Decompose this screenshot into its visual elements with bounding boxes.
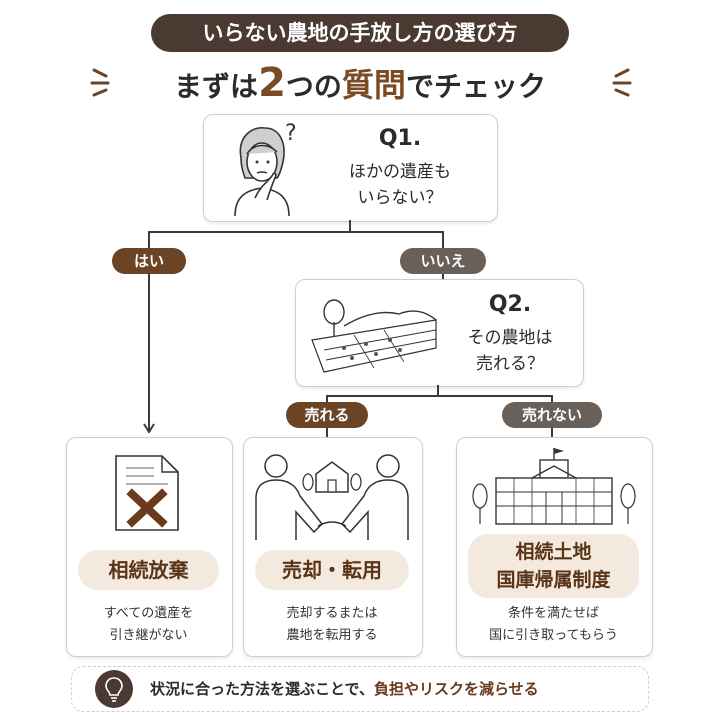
result-desc1-national-treasury: 条件を満たせば: [507, 606, 599, 621]
result-desc2-national-treasury: 国に引き取ってもらう: [489, 628, 618, 643]
footer-text: 状況に合った方法を選ぶことで、: [150, 680, 374, 698]
q2-label: Q2.: [488, 292, 532, 317]
connector-q2-down: [437, 385, 439, 396]
result-desc2-sale: 農地を転用する: [286, 628, 378, 643]
result-desc1-renunciation: すべての遺産を: [103, 606, 194, 621]
thinking-person-icon: ?: [234, 121, 297, 217]
subtitle: まずは2つの質問でチェック: [0, 58, 720, 108]
result-title-line2: 国庫帰属制度: [496, 569, 611, 591]
result-title-renunciation: 相続放棄: [78, 550, 219, 590]
connector-yes-down: [148, 231, 150, 431]
branch-nosell-badge: 売れない: [502, 402, 602, 428]
q1-line2: いらない？: [357, 188, 443, 208]
result-title-sale: 売却・転用: [255, 550, 409, 590]
document-cross-icon: [115, 455, 179, 531]
q1-line1: ほかの遺産も: [349, 162, 451, 182]
header-title: いらない農地の手放し方の選び方: [151, 14, 569, 52]
q1-label: Q1.: [378, 126, 422, 151]
left-sparkle-icon: [90, 68, 110, 97]
lightbulb-icon: [105, 677, 123, 702]
q2-card: [295, 279, 584, 387]
subtitle-number: 2: [258, 60, 286, 106]
footer-emphasis: 負担やリスクを減らせる: [373, 680, 539, 698]
arrow-down-icon: [143, 423, 155, 433]
footer-box: [71, 666, 649, 712]
subtitle-emphasis: 質問: [341, 66, 406, 104]
connector-q1-down: [349, 220, 351, 232]
right-sparkle-icon: [612, 68, 632, 97]
q2-line1: その農地は: [467, 328, 553, 348]
branch-no-badge: いいえ: [400, 248, 486, 274]
subtitle-post: でチェック: [405, 70, 546, 103]
connector-q1-horizontal: [148, 231, 444, 233]
result-desc2-renunciation: 引き継がない: [109, 628, 188, 643]
result-desc1-sale: 売却するまたは: [286, 606, 378, 621]
handshake-icon: [255, 454, 409, 540]
branch-sell-badge: 売れる: [286, 402, 368, 428]
svg-text:?: ?: [285, 121, 297, 146]
result-title-national-treasury: 相続土地 国庫帰属制度: [468, 534, 639, 598]
result-title-line1: 相続土地: [515, 541, 592, 563]
government-building-icon: [472, 448, 636, 525]
subtitle-mid: つの: [285, 70, 342, 103]
branch-yes-badge: はい: [112, 248, 186, 274]
connector-q2-horizontal: [326, 395, 553, 397]
footer-message: 状況に合った方法を選ぶことで、負担やリスクを減らせる: [150, 670, 640, 708]
subtitle-pre: まずは: [174, 70, 259, 103]
farmland-icon: [311, 299, 437, 373]
q2-line2: 売れる？: [476, 354, 544, 374]
